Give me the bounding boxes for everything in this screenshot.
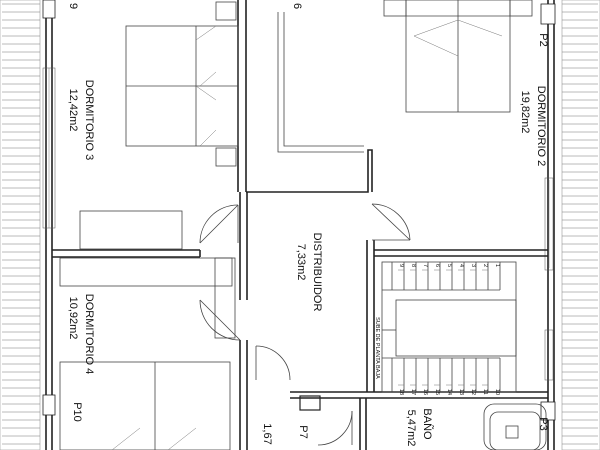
window-label-p2: P2 — [537, 33, 549, 46]
room-name-distribuidor: DISTRIBUIDOR — [311, 233, 323, 312]
bathtub — [483, 403, 547, 450]
label-dormitorio-4: DORMITORIO 4 — [83, 294, 95, 374]
partial-top-left-text: 9 — [67, 3, 79, 9]
room-area-bano: 5,47m2 — [405, 410, 417, 447]
stair-step-number: 13 — [458, 389, 464, 395]
room-name-dormitorio-3: DORMITORIO 3 — [83, 80, 95, 160]
stair-step-number: 10 — [494, 389, 500, 395]
stair-step-number: 5 — [446, 264, 452, 267]
label-dormitorio-2-area: 19,82m2 — [519, 91, 531, 134]
label-p10: P10 — [71, 402, 83, 422]
label-distribuidor: DISTRIBUIDOR — [311, 233, 323, 312]
label-stair-note: SUBE DE PLANTA BAJA — [374, 317, 380, 379]
partial-top-center-text: 6 — [291, 3, 303, 9]
room-name-dormitorio-4: DORMITORIO 4 — [83, 294, 95, 374]
label-distribuidor-area: 7,33m2 — [295, 244, 307, 281]
stair-step-number: 2 — [482, 264, 488, 267]
staircase — [381, 261, 517, 393]
stair-step-number: 12 — [470, 389, 476, 395]
stair-step-number: 6 — [434, 264, 440, 267]
room-area-dormitorio-3: 12,42m2 — [67, 89, 79, 132]
partial-bottom-closet-text: 1,67 — [261, 423, 273, 444]
desk-dormitorio-4 — [59, 257, 233, 287]
label-partial-bottom: 1,67 — [261, 423, 273, 444]
label-partial-top-left: 9 — [67, 3, 79, 9]
window-label-p7: P7 — [297, 425, 309, 438]
stair-step-number: 7 — [422, 264, 428, 267]
stair-step-number: 16 — [422, 389, 428, 395]
room-area-dormitorio-2: 19,82m2 — [519, 91, 531, 134]
stair-step-number: 18 — [398, 389, 404, 395]
stair-step-number: 3 — [470, 264, 476, 267]
label-dormitorio-3: DORMITORIO 3 — [83, 80, 95, 160]
doors — [199, 203, 411, 446]
desk-dormitorio-3 — [79, 210, 183, 250]
label-p3: P3 — [537, 417, 549, 430]
label-dormitorio-2: DORMITORIO 2 — [535, 86, 547, 166]
room-name-dormitorio-2: DORMITORIO 2 — [535, 86, 547, 166]
window-label-p3: P3 — [537, 417, 549, 430]
label-p7: P7 — [297, 425, 309, 438]
label-p2: P2 — [537, 33, 549, 46]
bed-dormitorio-4 — [59, 361, 231, 450]
bed-dormitorio-3 — [125, 1, 239, 167]
roof-hatch-left — [0, 0, 41, 450]
stair-step-number: 17 — [410, 389, 416, 395]
window-marks — [42, 0, 556, 421]
stair-step-number: 15 — [434, 389, 440, 395]
label-partial-top-center: 6 — [291, 3, 303, 9]
stair-note-text: SUBE DE PLANTA BAJA — [374, 317, 380, 379]
stair-step-number: 4 — [458, 264, 464, 267]
wardrobe-dormitorio-4 — [214, 257, 236, 339]
label-bano: BAÑO — [421, 408, 434, 440]
label-dormitorio-3-area: 12,42m2 — [67, 89, 79, 132]
room-area-distribuidor: 7,33m2 — [295, 244, 307, 281]
window-label-p10: P10 — [71, 402, 83, 422]
exterior-walls — [45, 0, 555, 450]
label-bano-area: 5,47m2 — [405, 410, 417, 447]
stair-step-number: 9 — [398, 264, 404, 267]
stair-step-number: 1 — [494, 264, 500, 267]
label-dormitorio-4-area: 10,92m2 — [67, 297, 79, 340]
stair-step-number: 11 — [482, 389, 488, 395]
stair-step-number: 8 — [410, 264, 416, 267]
bed-dormitorio-2 — [383, 0, 533, 113]
room-area-dormitorio-4: 10,92m2 — [67, 297, 79, 340]
room-name-bano: BAÑO — [421, 408, 434, 440]
roof-hatch-right — [561, 0, 600, 450]
stair-step-number: 14 — [446, 389, 452, 395]
